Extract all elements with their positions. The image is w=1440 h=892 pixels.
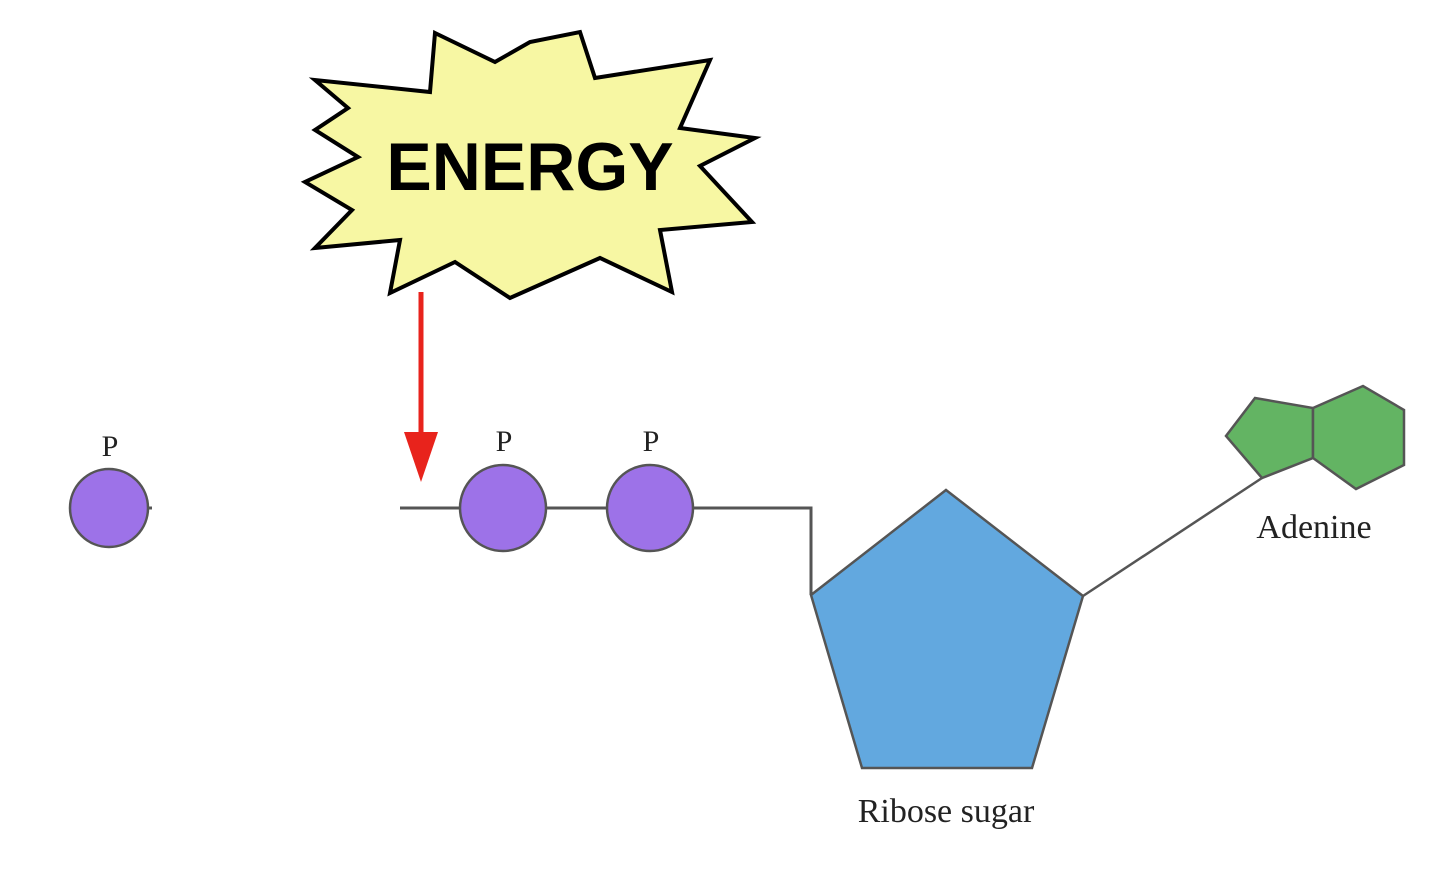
bonded-phosphate-2: P xyxy=(605,425,695,553)
energy-burst-shape xyxy=(300,29,762,301)
sugar-adenine-bond xyxy=(1082,476,1263,598)
ribose-label: Ribose sugar xyxy=(858,793,1035,830)
bonded-phosphate-1-label: P xyxy=(496,425,513,458)
energy-arrow xyxy=(404,292,438,482)
bonded-phosphate-2-label: P xyxy=(643,425,660,458)
bonded-phosphate-1: P xyxy=(458,425,548,553)
energy-arrow-head xyxy=(404,432,438,482)
free-phosphate-label: P xyxy=(102,430,119,463)
bonded-phosphate-2-circle xyxy=(605,463,695,553)
energy-burst: ENERGY xyxy=(300,29,762,301)
ribose-sugar: Ribose sugar xyxy=(809,488,1085,830)
energy-label: ENERGY xyxy=(386,129,673,205)
adenine-five-ring xyxy=(1224,396,1315,480)
adenine-label: Adenine xyxy=(1256,509,1371,546)
free-phosphate-circle xyxy=(68,467,150,549)
bonded-phosphate-1-circle xyxy=(458,463,548,553)
adenine-base: Adenine xyxy=(1224,384,1406,546)
free-phosphate: P xyxy=(68,430,152,549)
adenine-six-ring xyxy=(1311,384,1406,491)
ribose-pentagon xyxy=(809,488,1085,770)
